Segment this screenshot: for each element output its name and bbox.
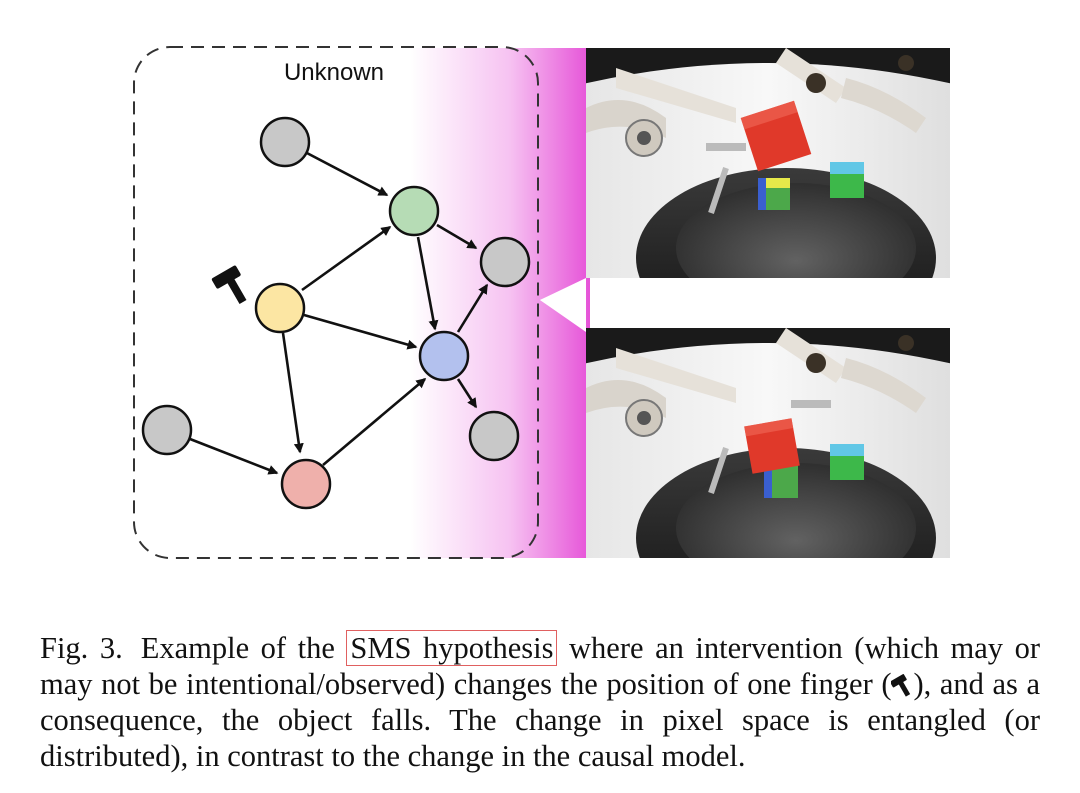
node-gray-1 [259, 116, 311, 168]
unknown-graph-box [133, 46, 539, 559]
edge-green-gray2 [436, 223, 478, 250]
node-yellow [254, 282, 306, 334]
hammer-icon [211, 265, 247, 305]
edge-blue-gray4 [456, 378, 478, 409]
hammer-icon [891, 674, 911, 697]
sms-hypothesis-link[interactable]: SMS hypothesis [346, 630, 558, 666]
robot-scene-after [586, 328, 950, 558]
graph-title: Unknown [284, 59, 384, 86]
caption-text-2: where an intervention (which may or may … [40, 631, 1040, 701]
caption-text-1: Example of the [140, 631, 347, 665]
graph-nodes [141, 116, 531, 510]
figure-label: Fig. 3. [40, 631, 123, 665]
edge-gray1-green [304, 150, 389, 197]
node-gray-3 [141, 404, 193, 456]
node-gray-4 [468, 410, 520, 462]
robot-scene-before [586, 48, 950, 278]
caption-text-3: ), and as a consequence, the object fall… [40, 667, 1040, 773]
edge-green-blue [416, 236, 439, 331]
graph-edges [189, 150, 489, 475]
node-gray-2 [479, 236, 531, 288]
figure-3: Unknown [133, 46, 950, 559]
figure-caption: Fig. 3. Example of the SMS hypothesis whe… [40, 630, 1040, 774]
edge-red-blue [322, 378, 427, 466]
zoom-highlight [410, 48, 590, 558]
edge-gray3-red [189, 437, 279, 475]
node-red [280, 458, 332, 510]
zoom-notch [540, 278, 586, 332]
edge-blue-gray2 [456, 283, 489, 333]
node-green [388, 185, 440, 237]
edge-yellow-green [301, 225, 392, 292]
node-blue [418, 330, 470, 382]
edge-yellow-red [281, 332, 304, 454]
edge-yellow-blue [303, 313, 418, 350]
